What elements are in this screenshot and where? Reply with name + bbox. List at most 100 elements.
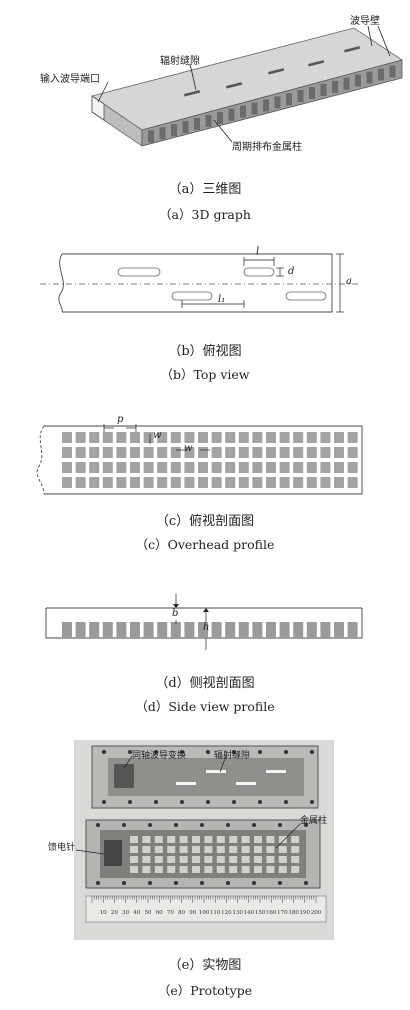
prototype-post [154,836,163,843]
side-post [347,622,358,638]
grid-post [238,477,249,488]
grid-post [116,447,127,458]
ruler-number: 110 [210,910,221,916]
screw [154,800,158,804]
caption-a-cn: （a）三维图 [168,182,242,197]
ruler-number: 120 [221,910,232,916]
post-3d [205,114,212,127]
screw [180,800,184,804]
caption-d-cn: （d）侧视剖面图 [155,676,255,691]
screw [148,823,152,827]
grid-post [184,462,195,473]
screw [258,800,262,804]
grid-post [238,447,249,458]
grid-post [170,477,181,488]
grid-post [320,432,331,443]
prototype-post [266,856,275,863]
screw [180,750,184,754]
screw [102,800,106,804]
post-3d [159,127,166,140]
ruler-number: 90 [189,910,196,916]
prototype-post [130,846,138,853]
post-3d [274,96,281,109]
prototype-post [229,856,238,863]
prototype-post [204,836,213,843]
side-post [157,622,168,638]
grid-post [347,447,358,458]
grid-post [334,432,344,443]
caption-e-en: （e）Prototype [157,983,253,998]
prototype-post [291,836,300,843]
grid-post [116,477,127,488]
metal-posts-3d [148,65,396,143]
grid-post [320,462,331,473]
grid-post [238,432,249,443]
screws-top [102,750,314,804]
grid-post [102,432,113,443]
prototype-post [254,836,262,843]
grid-post [143,462,154,473]
screw [284,800,288,804]
screw [278,823,282,827]
post-3d [194,118,200,130]
dim-h: h [203,622,210,633]
side-post [334,622,344,638]
prototype-post [142,846,151,853]
prototype-post [167,856,176,863]
caption-d-en: （d）Side view profile [135,699,275,714]
post-3d [343,77,350,90]
screw [174,881,178,885]
grid-post [89,477,100,488]
grid-post [89,462,100,473]
screw [310,750,314,754]
grid-post [293,447,304,458]
grid-post [334,447,344,458]
side-post [170,622,181,638]
label-waveguide-wall: 波导壁 [350,16,380,27]
prototype-post [204,856,213,863]
grid-post [293,432,304,443]
prototype-post [179,866,188,873]
screw [232,800,236,804]
grid-post [157,477,168,488]
grid-post [293,462,304,473]
prototype-post [254,866,262,873]
prototype-post [154,856,163,863]
ruler-number: 150 [255,910,266,916]
prototype-post [130,836,138,843]
grid-post [252,477,263,488]
post-3d [148,130,154,143]
side-post [102,622,113,638]
side-post [279,622,290,638]
prototype-post [192,866,200,873]
metal-post-grid [62,432,358,488]
grid-post [75,447,86,458]
ruler-number: 130 [232,910,243,916]
prototype-post [192,856,200,863]
grid-post [130,432,140,443]
post-3d [286,93,292,106]
grid-post [143,432,154,443]
screw [102,750,106,754]
screw [252,823,256,827]
grid-post [211,462,222,473]
grid-post [334,462,344,473]
screw [258,750,262,754]
grid-post [306,447,317,458]
grid-post [306,462,317,473]
slot-3 [171,291,213,301]
side-post [252,622,263,638]
label-metal-posts: 周期排布金属柱 [232,142,302,153]
grid-post [130,477,140,488]
screw [128,750,132,754]
prototype-post [142,856,151,863]
post-3d [297,90,304,103]
grid-post [320,447,331,458]
grid-post [252,462,263,473]
caption-e-cn: （e）实物图 [168,958,242,973]
prototype-post [167,866,176,873]
grid-post [293,477,304,488]
grid-post [334,477,344,488]
side-post [62,622,72,638]
